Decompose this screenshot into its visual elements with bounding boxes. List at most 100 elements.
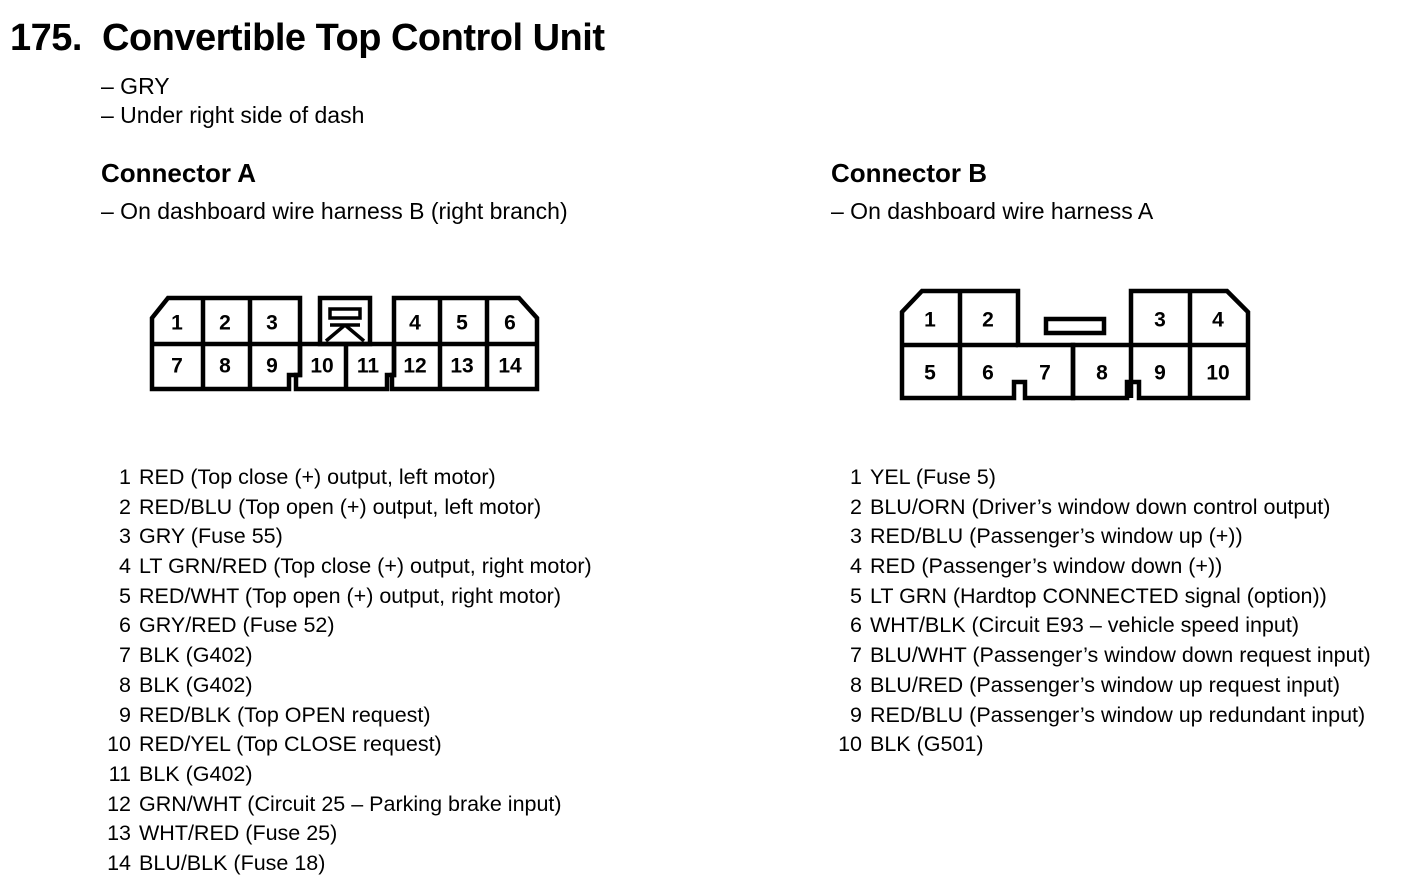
connector-b-location: – On dashboard wire harness A <box>831 198 1154 224</box>
pin-number: 6 <box>119 613 131 638</box>
pin-description: RED (Passenger’s window down (+)) <box>870 554 1223 579</box>
pin-number: 11 <box>108 761 131 786</box>
pin-description: GRY/RED (Fuse 52) <box>139 613 335 638</box>
connector-a-pin-row: 7 BLK (G402) <box>101 641 592 671</box>
pin-number: 10 <box>107 732 131 757</box>
pin-description: RED/BLU (Top open (+) output, left motor… <box>139 494 542 519</box>
connector-b-cavity-5: 5 <box>924 362 936 385</box>
pin-description: LT GRN/RED (Top close (+) output, right … <box>139 554 592 579</box>
pin-number: 3 <box>119 524 131 549</box>
connector-b-pin-row: 9 RED/BLU (Passenger’s window up redundan… <box>832 701 1371 731</box>
pin-number: 2 <box>119 494 131 519</box>
pin-description: LT GRN (Hardtop CONNECTED signal (option… <box>870 583 1327 608</box>
pin-number: 4 <box>850 554 862 579</box>
connector-b-pin-row: 5 LT GRN (Hardtop CONNECTED signal (optio… <box>832 582 1371 612</box>
connector-a-pin-row: 10 RED/YEL (Top CLOSE request) <box>101 730 592 760</box>
pin-number: 9 <box>119 702 131 727</box>
connector-a-cavity-5: 5 <box>456 312 468 335</box>
pin-number: 5 <box>119 583 131 608</box>
connector-a-pin-row: 14 BLU/BLK (Fuse 18) <box>101 849 592 879</box>
pin-description: YEL (Fuse 5) <box>870 465 996 489</box>
pin-description: BLK (G402) <box>139 761 253 786</box>
connector-a-pin-row: 9 RED/BLK (Top OPEN request) <box>101 701 592 731</box>
pin-description: WHT/BLK (Circuit E93 – vehicle speed inp… <box>870 613 1299 638</box>
pin-number: 14 <box>107 850 131 875</box>
connector-b-cavity-7: 7 <box>1039 362 1051 385</box>
pin-description: BLU/BLK (Fuse 18) <box>139 850 326 875</box>
connector-b-cavity-10: 10 <box>1206 362 1229 385</box>
connector-b-pin-row: 1 YEL (Fuse 5) <box>832 463 1371 493</box>
connector-a-cavity-8: 8 <box>219 355 231 378</box>
pin-number: 3 <box>850 524 862 549</box>
pin-description: GRN/WHT (Circuit 25 – Parking brake inpu… <box>139 791 562 816</box>
connector-b-cavity-2: 2 <box>982 309 994 332</box>
connector-a-cavity-12: 12 <box>403 355 426 378</box>
pin-number: 7 <box>119 643 131 668</box>
pin-description: RED (Top close (+) output, left motor) <box>139 465 496 489</box>
pin-description: BLU/WHT (Passenger’s window down request… <box>870 643 1371 668</box>
connector-a-cavity-7: 7 <box>171 355 183 378</box>
connector-a-pin-row: 5 RED/WHT (Top open (+) output, right mot… <box>101 582 592 612</box>
pin-description: RED/BLU (Passenger’s window up redundant… <box>870 702 1366 727</box>
connector-a-pin-row: 13 WHT/RED (Fuse 25) <box>101 819 592 849</box>
component-name: Convertible Top Control Unit <box>102 17 605 59</box>
pin-description: WHT/RED (Fuse 25) <box>139 821 338 846</box>
connector-a-cavity-11: 11 <box>357 355 380 378</box>
connector-a-cavity-1: 1 <box>171 312 183 335</box>
component-color-note: – GRY <box>101 73 170 99</box>
connector-b-cavity-4: 4 <box>1212 309 1224 332</box>
pin-number: 10 <box>838 732 862 757</box>
pin-description: RED/BLK (Top OPEN request) <box>139 702 431 727</box>
page-title: 175. Convertible Top Control Unit <box>10 17 605 60</box>
connector-a-heading: Connector A <box>101 158 257 188</box>
connector-b-pin-row: 3 RED/BLU (Passenger’s window up (+)) <box>832 522 1371 552</box>
pin-number: 13 <box>107 821 131 846</box>
connector-a-cavity-10: 10 <box>310 355 333 378</box>
connector-a-pin-row: 11 BLK (G402) <box>101 760 592 790</box>
connector-b-cavity-6: 6 <box>982 362 994 385</box>
connector-a-cavity-13: 13 <box>450 355 473 378</box>
connector-b-cavity-3: 3 <box>1154 309 1166 332</box>
connector-b-cavity-labels: 1 2 3 4 5 6 7 8 9 10 <box>924 309 1230 385</box>
pin-number: 4 <box>119 554 131 579</box>
connector-a-cavity-6: 6 <box>504 312 516 335</box>
connector-a-cavity-3: 3 <box>266 312 278 335</box>
connector-a-pin-row: 12 GRN/WHT (Circuit 25 – Parking brake in… <box>101 790 592 820</box>
connector-a-pin-row: 3 GRY (Fuse 55) <box>101 522 592 552</box>
connector-a-cavity-2: 2 <box>219 312 231 335</box>
component-number: 175. <box>10 17 82 59</box>
connector-b-cavity-9: 9 <box>1154 362 1166 385</box>
connector-b-cavity-8: 8 <box>1096 362 1108 385</box>
pin-number: 7 <box>850 643 862 668</box>
connector-b-cavity-1: 1 <box>924 309 936 332</box>
component-location-note: – Under right side of dash <box>101 102 365 128</box>
connector-b-pin-row: 4 RED (Passenger’s window down (+)) <box>832 552 1371 582</box>
connector-a-pin-row: 4 LT GRN/RED (Top close (+) output, right… <box>101 552 592 582</box>
pin-description: BLK (G402) <box>139 643 253 668</box>
pin-description: RED/BLU (Passenger’s window up (+)) <box>870 524 1243 549</box>
connector-a-cavity-4: 4 <box>409 312 421 335</box>
connector-a-pin-row: 1 RED (Top close (+) output, left motor) <box>101 463 592 493</box>
pin-number: 2 <box>850 494 862 519</box>
pin-number: 8 <box>850 672 862 697</box>
connector-b-heading: Connector B <box>831 158 987 188</box>
connector-a-pin-row: 2 RED/BLU (Top open (+) output, left moto… <box>101 493 592 523</box>
connector-b-pin-row: 7 BLU/WHT (Passenger’s window down reques… <box>832 641 1371 671</box>
pin-description: GRY (Fuse 55) <box>139 524 283 549</box>
pin-number: 5 <box>850 583 862 608</box>
pin-number: 1 <box>850 465 862 489</box>
pin-description: RED/WHT (Top open (+) output, right moto… <box>139 583 561 608</box>
pin-number: 9 <box>850 702 862 727</box>
pin-number: 1 <box>119 465 131 489</box>
pin-description: RED/YEL (Top CLOSE request) <box>139 732 442 757</box>
pin-number: 12 <box>107 791 131 816</box>
pin-number: 8 <box>119 672 131 697</box>
connector-a-location: – On dashboard wire harness B (right bra… <box>101 198 568 224</box>
connector-a-cavity-9: 9 <box>266 355 278 378</box>
